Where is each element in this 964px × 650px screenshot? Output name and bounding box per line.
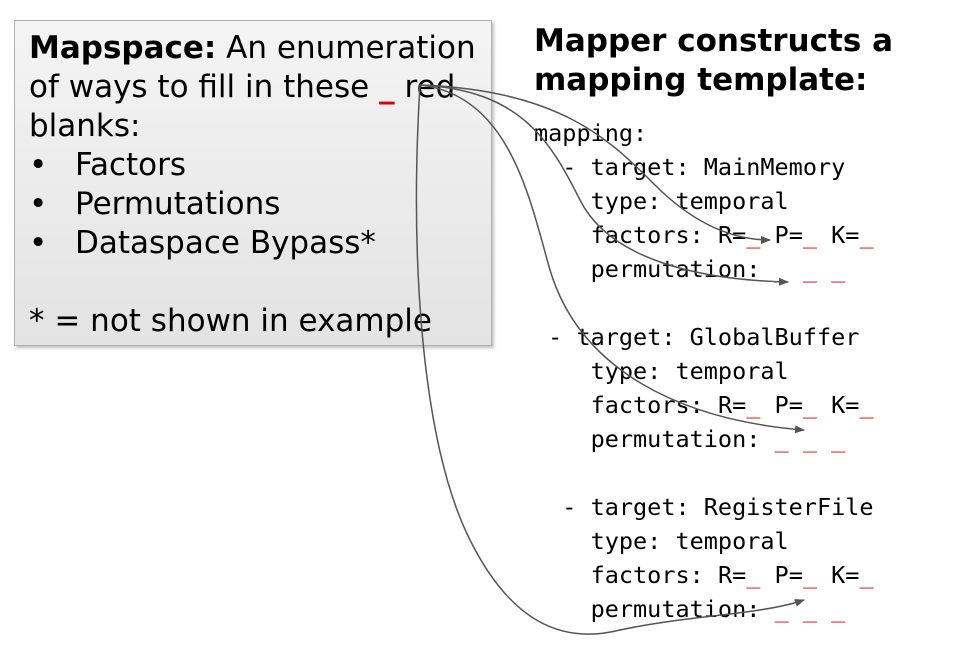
type-line: type: temporal	[590, 187, 789, 215]
mapping-root: mapping:	[534, 119, 648, 147]
blank-k: _	[859, 561, 874, 589]
permutation-label: permutation:	[590, 595, 761, 623]
blank-r: _	[746, 561, 761, 589]
factor-p: P=	[774, 391, 803, 419]
blank-p: _	[802, 391, 817, 419]
mapspace-intro: An enumeration of ways to fill in these	[29, 30, 476, 105]
mapspace-title: Mapspace:	[29, 30, 217, 66]
target-line: - target: MainMemory	[562, 153, 846, 181]
red-blank: _	[379, 69, 395, 105]
arrow-to-mainmemory-permutation	[419, 84, 789, 286]
footnote: * = not shown in example	[29, 303, 432, 339]
bullet-factors: Factors	[29, 146, 481, 185]
mapspace-box: Mapspace: An enumeration of ways to fill…	[14, 20, 492, 346]
mapping-template: mapping: - target: MainMemory type: temp…	[534, 116, 874, 626]
factor-k: K=	[831, 391, 860, 419]
blank-perm: _	[774, 255, 789, 283]
blank-k: _	[859, 221, 874, 249]
blank-perm: _	[802, 255, 817, 283]
factor-p: P=	[774, 221, 803, 249]
arrow-to-registerfile-permutation	[415, 84, 805, 635]
entry-globalbuffer: - target: GlobalBuffer type: temporal fa…	[534, 323, 874, 453]
factor-p: P=	[774, 561, 803, 589]
type-line: type: temporal	[590, 357, 789, 385]
blank-perm: _	[831, 255, 846, 283]
factor-k: K=	[831, 221, 860, 249]
factor-r: R=	[717, 391, 747, 419]
entry-registerfile: - target: RegisterFile type: temporal fa…	[534, 493, 874, 623]
factors-label: factors:	[590, 561, 704, 589]
blank-p: _	[802, 561, 817, 589]
mapper-title: Mapper constructs a mapping template:	[534, 23, 893, 98]
blank-perm: _	[831, 595, 846, 623]
blank-p: _	[802, 221, 817, 249]
arrow-to-r-factor	[419, 84, 771, 244]
target-line: - target: RegisterFile	[562, 493, 874, 521]
arrow-to-globalbuffer-permutation	[419, 84, 805, 434]
factor-k: K=	[831, 561, 860, 589]
blank-perm: _	[774, 425, 789, 453]
permutation-label: permutation:	[590, 425, 761, 453]
blank-r: _	[746, 391, 761, 419]
blank-r: _	[746, 221, 761, 249]
blank-perm: _	[774, 595, 789, 623]
blank-perm: _	[802, 425, 817, 453]
bullet-permutations: Permutations	[29, 185, 481, 224]
target-line: - target: GlobalBuffer	[548, 323, 860, 351]
blank-perm: _	[831, 425, 846, 453]
blank-perm: _	[802, 595, 817, 623]
factor-r: R=	[717, 561, 747, 589]
bullet-dataspace-bypass: Dataspace Bypass*	[29, 224, 481, 263]
type-line: type: temporal	[590, 527, 789, 555]
blank-k: _	[859, 391, 874, 419]
bullet-list: Factors Permutations Dataspace Bypass*	[29, 146, 481, 263]
